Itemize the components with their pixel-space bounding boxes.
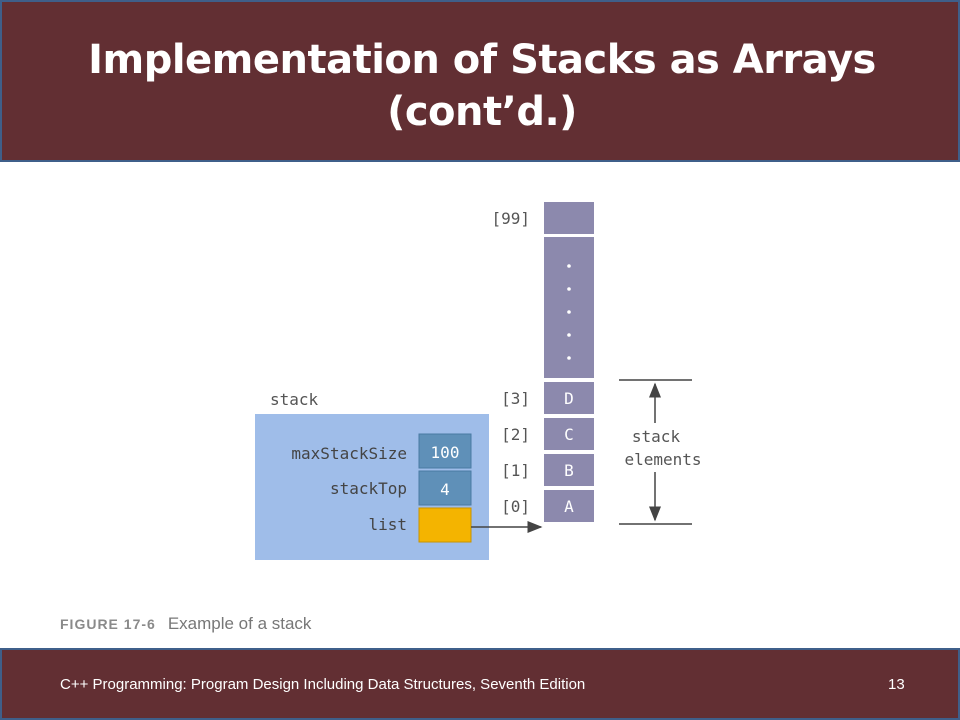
stack-label: stack [270, 390, 319, 409]
array-cell-0 [542, 488, 596, 524]
array-cell-2 [542, 416, 596, 452]
array-index-0: [0] [501, 497, 530, 516]
bracket-label-line-1: stack [632, 427, 681, 446]
field-value-max-stack-size: 100 [431, 443, 460, 462]
page-number: 13 [888, 676, 905, 693]
slide-title: Implementation of Stacks as Arrays (cont… [2, 34, 960, 138]
title-line-2: (cont’d.) [387, 89, 577, 135]
caption-text: Example of a stack [167, 614, 312, 633]
footer-text: C++ Programming: Program Design Includin… [60, 676, 586, 693]
slide-header: Implementation of Stacks as Arrays (cont… [0, 0, 960, 162]
stack-figure: stack maxStackSize 100 stackTop 4 list D… [255, 200, 702, 560]
array-cell-3 [542, 380, 596, 416]
array-index-3: [3] [501, 389, 530, 408]
field-label-list: list [368, 515, 407, 534]
array-value-2: C [564, 425, 574, 444]
array-index-99: [99] [491, 209, 530, 228]
array-cell-1 [542, 452, 596, 488]
field-label-stack-top: stackTop [330, 479, 407, 498]
array-cell-ellipsis [542, 235, 596, 380]
array-cell-99 [542, 200, 596, 236]
field-value-stack-top: 4 [440, 480, 450, 499]
field-box-max-stack-size [418, 433, 472, 469]
array-value-1: B [564, 461, 574, 480]
array-index-1: [1] [501, 461, 530, 480]
figure-caption: FIGURE 17-6 Example of a stack [60, 614, 311, 634]
field-label-max-stack-size: maxStackSize [291, 444, 407, 463]
array-value-3: D [564, 389, 574, 408]
bracket-label-line-2: elements [624, 450, 701, 469]
array-index-2: [2] [501, 425, 530, 444]
title-line-1: Implementation of Stacks as Arrays [88, 37, 876, 83]
field-box-list [418, 507, 472, 543]
slide-footer: C++ Programming: Program Design Includin… [0, 648, 960, 720]
ellipsis-dots [567, 264, 571, 360]
field-box-stack-top [418, 470, 472, 506]
array-value-0: A [564, 497, 574, 516]
caption-label: FIGURE 17-6 [60, 616, 156, 632]
